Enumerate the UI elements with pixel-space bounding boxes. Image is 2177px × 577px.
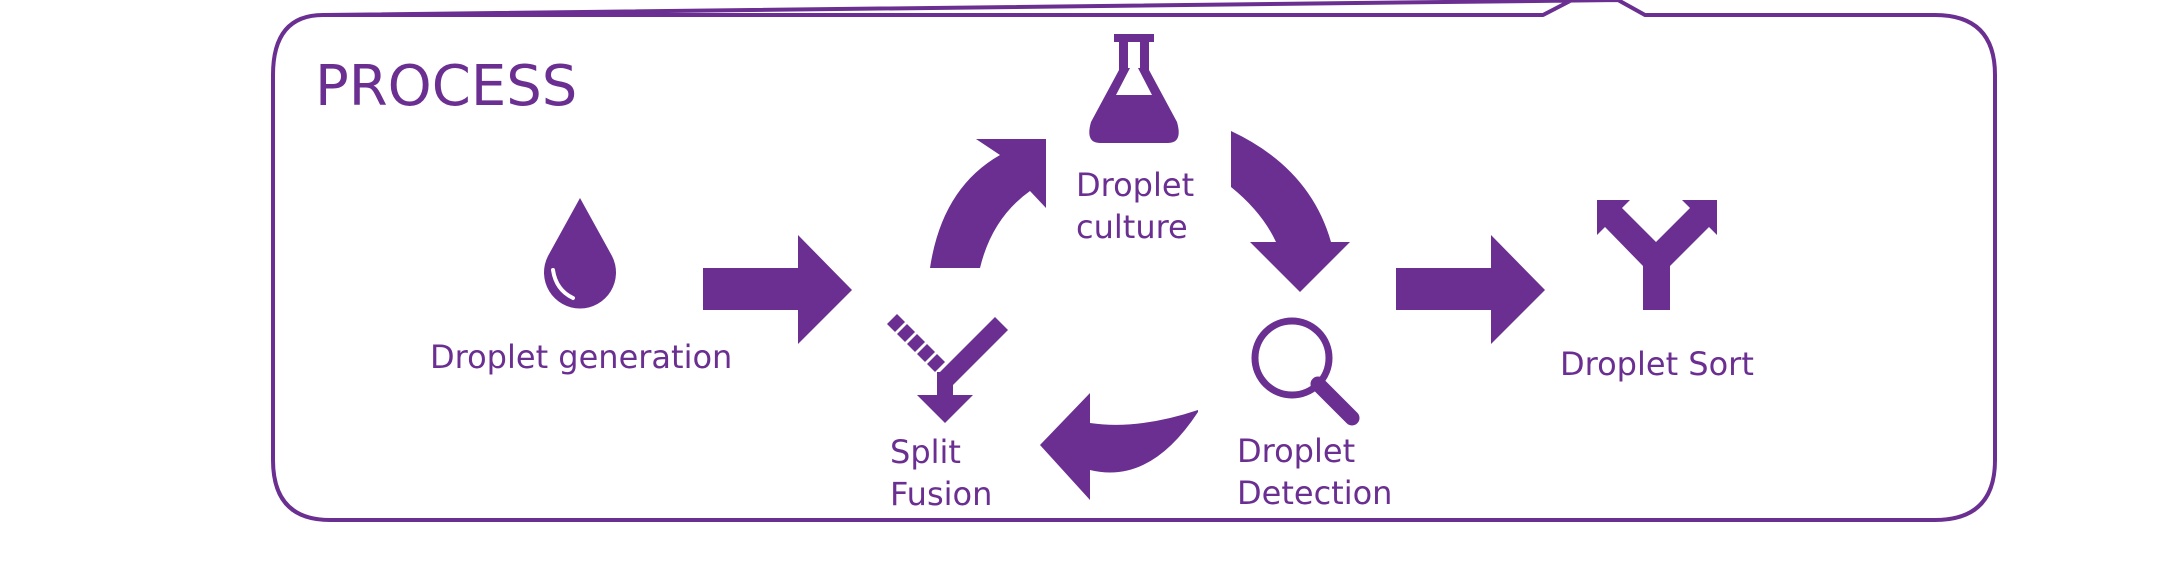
arrow-right-icon (703, 235, 852, 344)
step-label-line: Droplet (1237, 432, 1356, 470)
step-label-line: Droplet (1076, 166, 1195, 204)
step-label-line: Split (890, 433, 961, 471)
step-label-line: Fusion (890, 475, 993, 513)
step-label-line: culture (1076, 208, 1188, 246)
cycle-arrow-top-right-icon (1231, 131, 1350, 292)
cycle-arrow-top-left-icon (930, 139, 1046, 268)
step-label-droplet-sort: Droplet Sort (1560, 345, 1754, 383)
cycle-arrow-bottom-icon (1040, 393, 1198, 500)
page-title: PROCESS (315, 54, 578, 119)
process-frame (271, 0, 1997, 522)
step-label-droplet-culture: Droplet culture (1076, 164, 1194, 248)
magnifier-icon (1251, 317, 1360, 426)
sort-icon (1597, 200, 1717, 310)
step-label-droplet-detection: Droplet Detection (1237, 430, 1392, 514)
step-label-split-fusion: Split Fusion (890, 431, 992, 515)
droplet-icon (544, 198, 616, 309)
flask-icon (1089, 34, 1179, 143)
split-fusion-icon (887, 314, 1008, 423)
step-label-line: Detection (1237, 474, 1393, 512)
arrow-right-icon (1396, 235, 1545, 344)
step-label-droplet-generation: Droplet generation (430, 338, 733, 376)
